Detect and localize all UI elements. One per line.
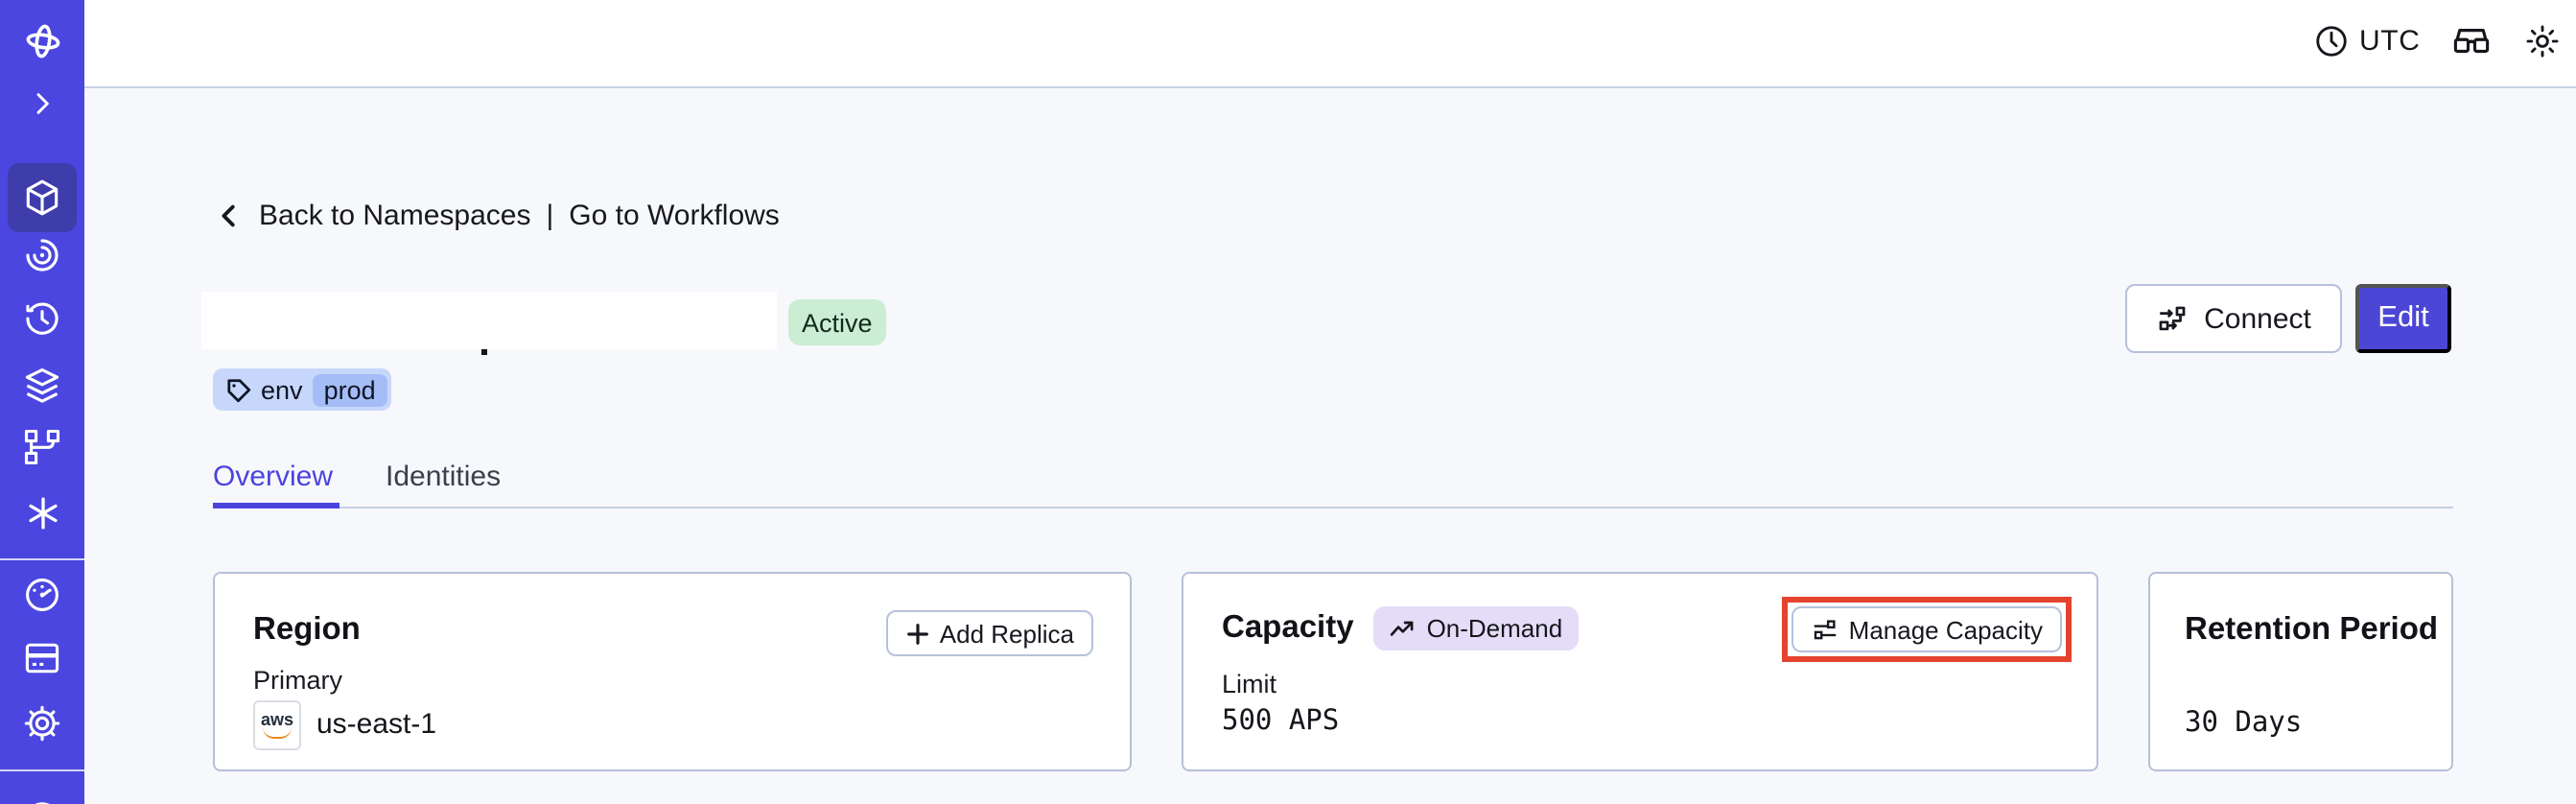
status-badge: Active: [788, 299, 886, 345]
retention-value: 30 Days: [2185, 708, 2303, 739]
timezone-label[interactable]: UTC: [2359, 25, 2421, 58]
sidebar-item-deployments[interactable]: [8, 413, 77, 482]
sidebar-item-settings[interactable]: [8, 689, 77, 758]
capacity-card: Capacity On-Demand Manage Capacity: [1182, 572, 2098, 771]
back-to-namespaces-link[interactable]: Back to Namespaces: [259, 199, 531, 231]
sidebar-item-nexus[interactable]: [8, 478, 77, 547]
sidebar-divider: [0, 769, 84, 771]
limit-label: Limit: [1222, 670, 1277, 698]
sidebar-item-workflows[interactable]: [8, 221, 77, 290]
spiral-icon: [26, 239, 59, 272]
tag-value-chip: prod: [312, 373, 387, 406]
sliders-icon: [1814, 619, 1836, 639]
card-icon: [25, 643, 59, 674]
sidebar-item-usage[interactable]: [8, 560, 77, 629]
gauge-icon: [26, 579, 59, 611]
capacity-value: 500 APS: [1222, 706, 1340, 737]
connect-button[interactable]: Connect: [2125, 284, 2342, 353]
red-annotation-box: Manage Capacity: [1781, 597, 2072, 662]
tab-bottom-rule: [213, 507, 2453, 508]
glasses-icon: [2453, 29, 2490, 54]
tag-icon: [227, 378, 251, 402]
active-tab-underline: [213, 503, 340, 508]
dev-mode-button[interactable]: [2451, 25, 2492, 58]
branch-icon: [24, 429, 60, 465]
plus-icon: [906, 623, 928, 644]
namespace-tag: env prod: [213, 368, 391, 411]
namespace-name-redaction: [201, 292, 777, 349]
primary-label: Primary: [253, 666, 342, 695]
region-value: us-east-1: [316, 708, 437, 741]
connect-flow-icon: [2159, 305, 2186, 330]
ondemand-badge-label: On-Demand: [1426, 614, 1563, 643]
aws-smile-icon: [263, 727, 292, 739]
region-card-title: Region: [253, 612, 361, 647]
aws-provider-chip: aws: [253, 700, 301, 750]
light-mode-icon: [2526, 25, 2559, 58]
asterisk-icon: [28, 496, 57, 529]
temporal-logo-icon[interactable]: [8, 6, 77, 75]
retention-card-title: Retention Period: [2185, 612, 2439, 647]
connect-button-label: Connect: [2204, 302, 2311, 335]
layers-icon: [25, 367, 59, 403]
clock-icon: [2316, 26, 2347, 57]
tab-identities[interactable]: Identities: [386, 461, 502, 493]
sidebar-divider: [0, 558, 84, 560]
chevron-right-icon: [36, 93, 49, 114]
sidebar-item-batch[interactable]: [8, 351, 77, 420]
tab-overview[interactable]: Overview: [213, 461, 334, 493]
sidebar-item-more[interactable]: [8, 775, 77, 804]
aws-logo: aws: [260, 710, 293, 729]
add-replica-button[interactable]: Add Replica: [885, 610, 1093, 656]
capacity-card-title: Capacity: [1222, 610, 1354, 645]
edit-button[interactable]: Edit: [2355, 284, 2451, 353]
region-card: Region Add Replica Primary aws us-east-1: [213, 572, 1132, 771]
tag-key: env: [261, 375, 303, 404]
ondemand-badge: On-Demand: [1372, 606, 1579, 650]
timezone-button[interactable]: [2313, 23, 2350, 59]
theme-toggle-button[interactable]: [2524, 23, 2561, 59]
add-replica-label: Add Replica: [939, 619, 1074, 648]
trending-up-icon: [1390, 620, 1413, 635]
sidebar-item-billing[interactable]: [8, 624, 77, 693]
retention-card: Retention Period 30 Days: [2148, 572, 2453, 771]
go-to-workflows-link[interactable]: Go to Workflows: [569, 199, 780, 231]
sidebar-item-namespaces[interactable]: [8, 163, 77, 232]
topbar: UTC: [84, 0, 2576, 88]
manage-capacity-button[interactable]: Manage Capacity: [1791, 606, 2062, 652]
gear-icon: [24, 705, 60, 742]
sidebar-item-schedules[interactable]: [8, 284, 77, 353]
sidebar: [0, 0, 84, 804]
capacity-title-row: Capacity On-Demand: [1222, 606, 1579, 650]
status-badge-label: Active: [802, 308, 873, 337]
breadcrumb: Back to Namespaces | Go to Workflows: [215, 196, 780, 234]
clock-arrow-icon: [26, 302, 59, 335]
manage-capacity-label: Manage Capacity: [1848, 615, 2043, 644]
breadcrumb-separator: |: [546, 199, 554, 231]
back-chevron-icon[interactable]: [215, 201, 244, 229]
redaction-artifact: [481, 349, 487, 355]
edit-button-label: Edit: [2377, 301, 2429, 334]
expand-sidebar-button[interactable]: [8, 69, 77, 138]
globe-icon-partial: [35, 802, 50, 804]
cube-icon: [26, 179, 59, 216]
